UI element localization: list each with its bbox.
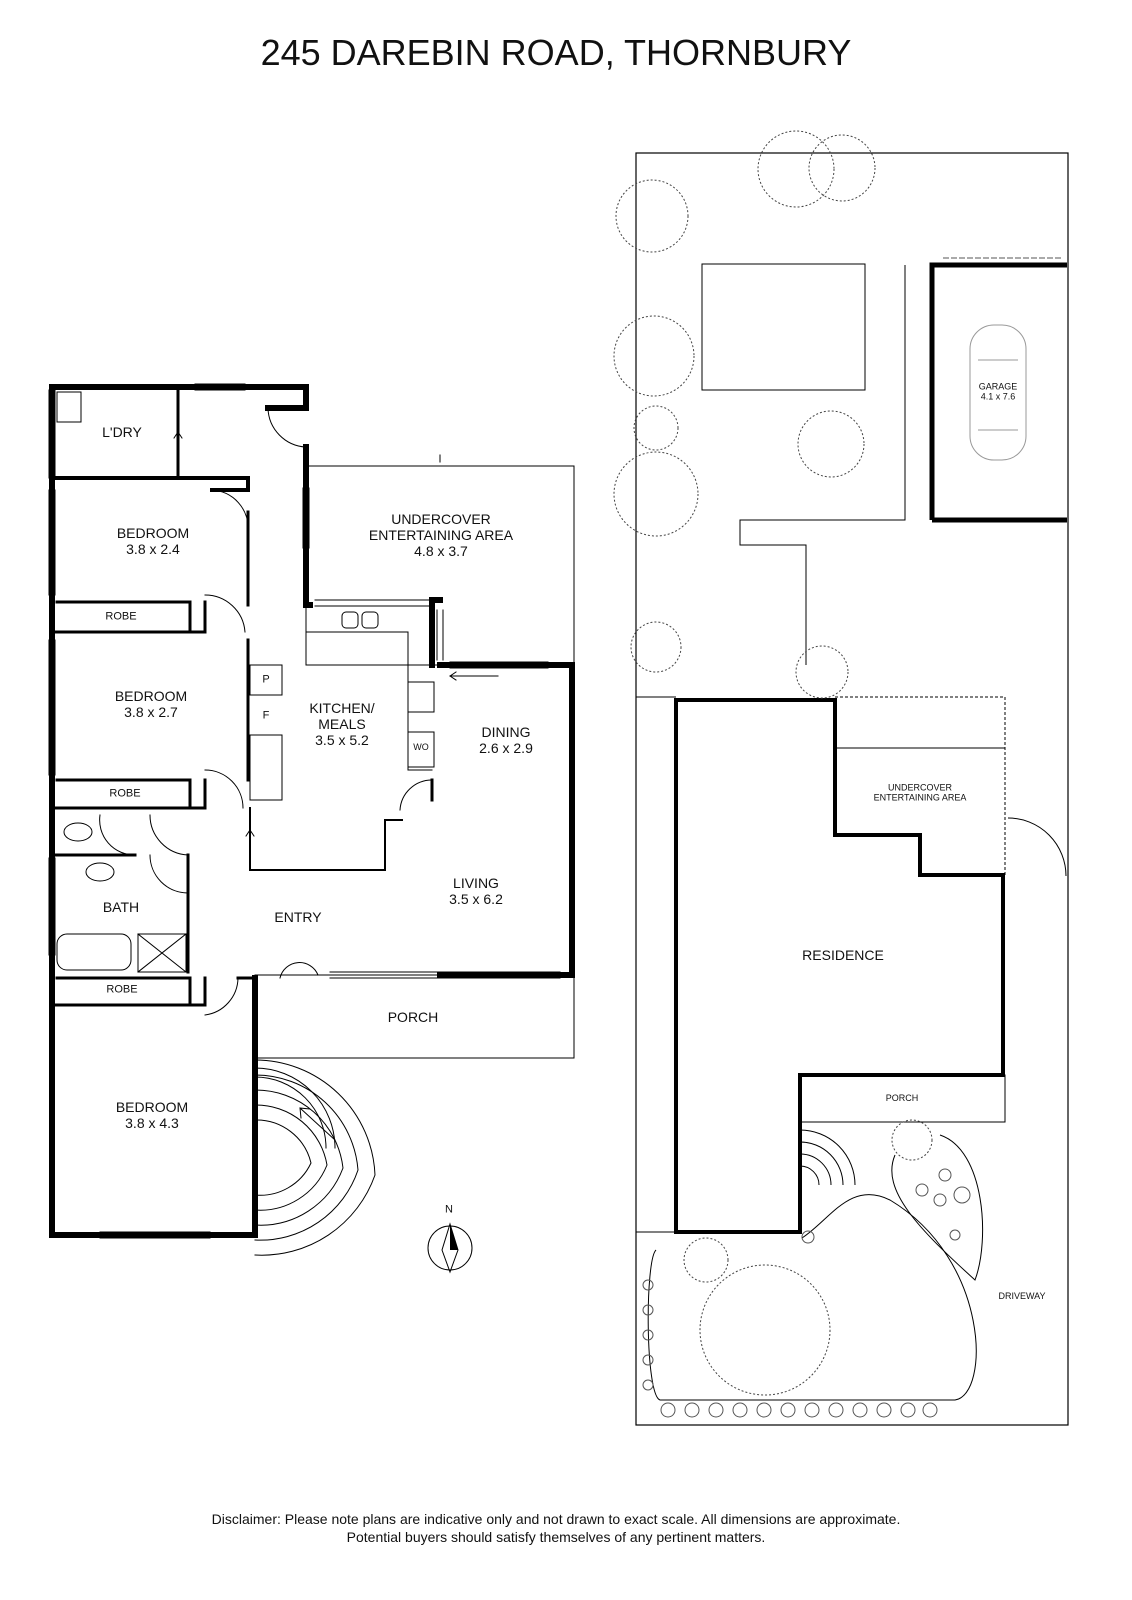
robe-label: ROBE — [109, 787, 141, 800]
room-label-bath: BATH — [102, 898, 140, 915]
driveway-label: DRIVEWAY — [998, 1290, 1046, 1301]
room-size: 3.8 x 2.7 — [124, 704, 178, 720]
robe-label: ROBE — [105, 610, 137, 623]
room-size: 4.8 x 3.7 — [414, 543, 468, 560]
disclaimer-line: Potential buyers should satisfy themselv… — [346, 1529, 766, 1545]
room-name: DINING — [481, 723, 531, 740]
car-icon — [969, 324, 1027, 461]
room-size: 3.5 x 6.2 — [449, 891, 503, 907]
site-porch-label: PORCH — [885, 1092, 919, 1103]
site-plan-drawing — [613, 130, 1069, 1426]
room-label-porch: PORCH — [387, 1008, 439, 1025]
room-label-entry: ENTRY — [274, 908, 322, 925]
floor-plan-walls — [48, 383, 575, 1256]
room-size: 3.5 x 5.2 — [315, 732, 369, 749]
disclaimer-line: Disclaimer: Please note plans are indica… — [211, 1511, 901, 1527]
room-size: 3.8 x 4.3 — [125, 1115, 179, 1131]
pantry-label: P — [262, 673, 270, 686]
room-size: 4.1 x 7.6 — [980, 392, 1016, 402]
room-name: UNDERCOVER ENTERTAINING AREA — [368, 510, 514, 543]
room-name: LIVING — [453, 874, 499, 891]
disclaimer: Disclaimer: Please note plans are indica… — [0, 1510, 1112, 1546]
residence-label: RESIDENCE — [802, 946, 884, 963]
room-size: 3.8 x 2.4 — [126, 541, 180, 557]
room-label-laundry: L'DRY — [102, 423, 142, 440]
site-undercover-label: UNDERCOVER ENTERTAINING AREA — [873, 782, 967, 803]
page-title: 245 DAREBIN ROAD, THORNBURY — [260, 32, 852, 73]
tree-icon — [613, 130, 933, 1396]
room-name: BEDROOM — [116, 524, 190, 541]
compass-north-label: N — [445, 1203, 453, 1216]
room-name: BEDROOM — [115, 1098, 189, 1115]
room-name: KITCHEN/ MEALS — [309, 699, 375, 732]
room-size: 2.6 x 2.9 — [479, 740, 533, 756]
north-compass-icon — [427, 1222, 473, 1274]
fridge-label: F — [262, 709, 270, 722]
wall-oven-label: WO — [413, 741, 429, 752]
robe-label: ROBE — [106, 983, 138, 996]
room-name: BEDROOM — [114, 687, 188, 704]
room-name: GARAGE — [978, 381, 1018, 392]
